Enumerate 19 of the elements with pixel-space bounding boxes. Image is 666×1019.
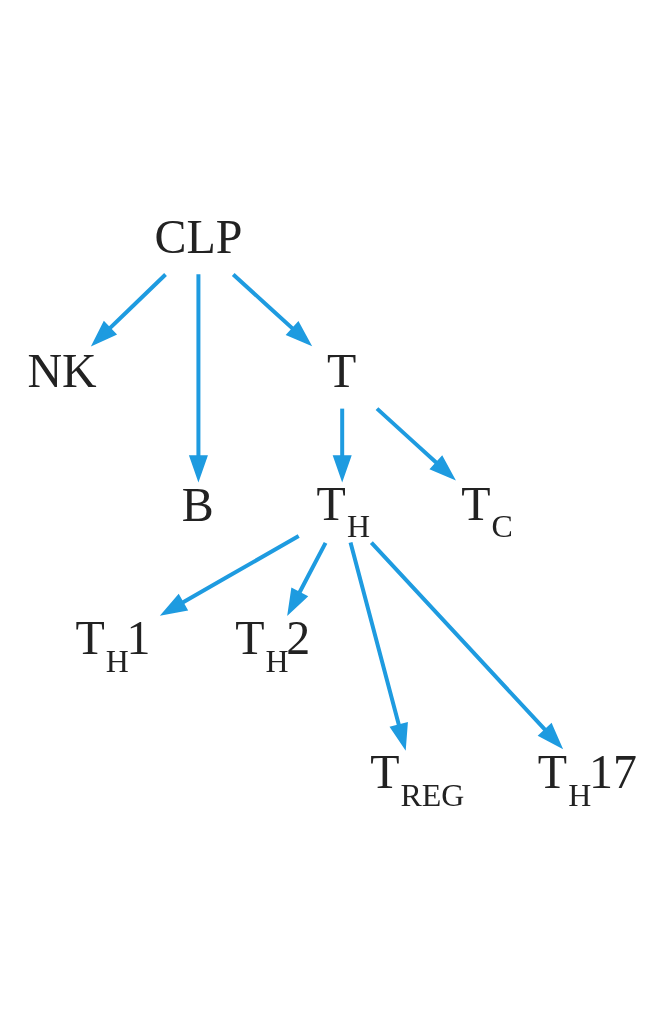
node-text: T xyxy=(327,344,357,398)
arrow xyxy=(231,272,313,347)
node-text: B xyxy=(181,478,214,532)
node-text: NK xyxy=(27,344,97,398)
node-text: T$_{H}$ xyxy=(316,476,371,545)
node-text: T$_{REG}$ xyxy=(370,745,465,813)
arrow xyxy=(90,273,167,347)
arrow xyxy=(287,541,328,616)
node-text: T$_{H}$2 xyxy=(235,611,311,679)
node-text: T$_{H}$1 xyxy=(75,611,151,679)
arrow xyxy=(369,541,564,750)
arrow xyxy=(332,408,352,483)
arrow xyxy=(375,407,456,481)
arrow xyxy=(188,274,208,483)
node-text: T$_{C}$ xyxy=(461,476,513,545)
arrow xyxy=(159,534,300,616)
arrow xyxy=(348,542,408,751)
node-text: CLP xyxy=(154,210,243,264)
node-text: T$_{H}$17 xyxy=(537,745,637,813)
